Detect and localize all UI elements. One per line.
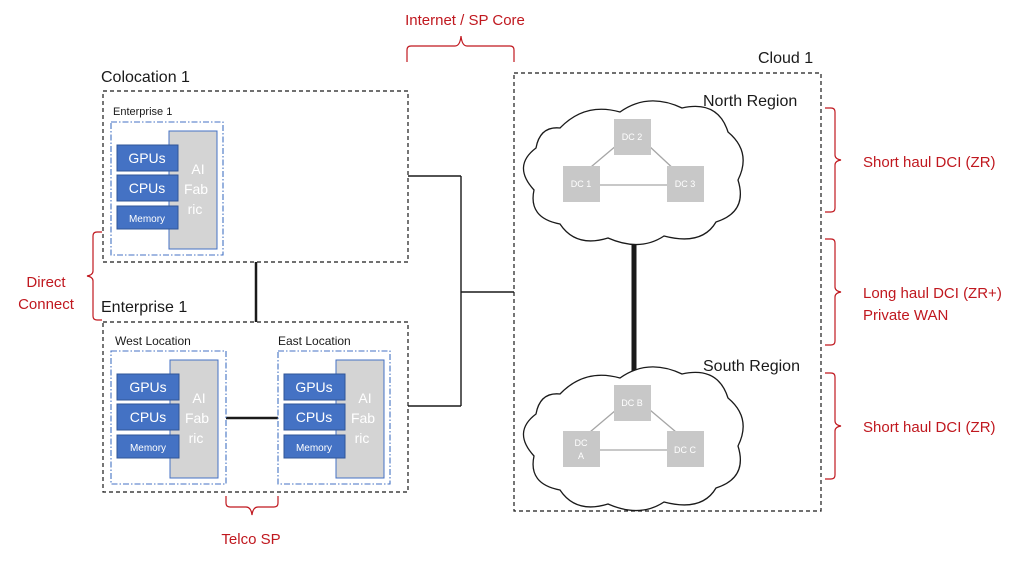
cloud-label: Cloud 1 [758, 50, 813, 67]
west-location-label: West Location [115, 334, 191, 348]
long-haul-label-line-1: Long haul DCI (ZR+) [863, 285, 1002, 302]
internet-brace [406, 35, 515, 62]
telco-brace [225, 496, 279, 516]
cloud-box: Cloud 1 North Region South Region DC 2 D… [513, 50, 822, 512]
gpus-chip [116, 144, 179, 172]
direct-connect-brace [86, 231, 102, 321]
ai-fabric-line-2: Fab [184, 181, 208, 197]
telco-sp: Telco SP [221, 496, 281, 548]
east-location-label: East Location [278, 334, 351, 348]
long-haul-brace [825, 238, 842, 346]
svg-text:Memory: Memory [130, 443, 166, 454]
internet-sp-core: Internet / SP Core [405, 12, 525, 62]
south-region-cloud [522, 366, 744, 512]
svg-text:AI: AI [358, 390, 371, 406]
west-memory-chip [116, 434, 180, 459]
svg-text:CPUs: CPUs [296, 409, 333, 425]
direct-connect-line-1: Direct [26, 274, 66, 291]
east-location-box [277, 350, 391, 485]
svg-text:A: A [578, 451, 584, 461]
enterprise-label: Enterprise 1 [101, 299, 187, 316]
colocation-box: Colocation 1 Enterprise 1 AI Fab ric GPU… [101, 69, 409, 263]
dc-c-node [667, 431, 704, 467]
colo-enterprise-box [110, 121, 224, 256]
svg-text:DC B: DC B [621, 398, 643, 408]
east-cpus-chip [283, 403, 346, 431]
cpus-chip [116, 174, 179, 202]
svg-text:Memory: Memory [296, 443, 332, 454]
dc-a-node [563, 431, 600, 467]
direct-connect: Direct Connect [18, 231, 102, 321]
svg-text:AI: AI [192, 390, 205, 406]
ai-fabric-line-3: ric [188, 201, 203, 217]
svg-text:ric: ric [189, 430, 204, 446]
dc-b-node [614, 385, 651, 421]
svg-text:DC: DC [575, 438, 588, 448]
west-location-box [110, 350, 227, 485]
north-region-cloud [522, 100, 744, 246]
west-gpus-chip [116, 373, 180, 401]
connections [226, 175, 637, 420]
east-gpus-chip [283, 373, 346, 401]
memory-chip [116, 205, 179, 230]
svg-text:Memory: Memory [129, 214, 165, 225]
west-cpus-chip [116, 403, 180, 431]
svg-text:DC C: DC C [674, 445, 696, 455]
svg-text:Fab: Fab [351, 410, 375, 426]
svg-text:DC 3: DC 3 [675, 179, 696, 189]
colocation-label: Colocation 1 [101, 69, 190, 86]
dci-annotations: Short haul DCI (ZR) Long haul DCI (ZR+) … [825, 107, 1002, 480]
dc-1-node [563, 166, 600, 202]
short-haul-south-label: Short haul DCI (ZR) [863, 419, 996, 436]
svg-text:DC 1: DC 1 [571, 179, 592, 189]
svg-text:GPUs: GPUs [295, 379, 332, 395]
colo-enterprise-label: Enterprise 1 [113, 106, 172, 118]
dc-3-node [667, 166, 704, 202]
telco-label: Telco SP [221, 531, 280, 548]
ai-fabric-line-1: AI [191, 161, 204, 177]
north-region-label: North Region [703, 93, 797, 110]
short-haul-south-brace [825, 372, 842, 480]
enterprise-box: Enterprise 1 West Location AI Fab ric GP… [101, 299, 409, 493]
short-haul-north-brace [825, 107, 842, 213]
svg-text:ric: ric [355, 430, 370, 446]
svg-text:CPUs: CPUs [129, 180, 166, 196]
short-haul-north-label: Short haul DCI (ZR) [863, 154, 996, 171]
long-haul-label-line-2: Private WAN [863, 307, 948, 324]
south-region-label: South Region [703, 358, 800, 375]
svg-text:DC 2: DC 2 [622, 132, 643, 142]
svg-text:GPUs: GPUs [128, 150, 165, 166]
direct-connect-line-2: Connect [18, 296, 75, 313]
east-memory-chip [283, 434, 346, 459]
svg-text:GPUs: GPUs [129, 379, 166, 395]
internet-label: Internet / SP Core [405, 12, 525, 29]
dc-2-node [614, 119, 651, 155]
svg-text:Fab: Fab [185, 410, 209, 426]
svg-text:CPUs: CPUs [130, 409, 167, 425]
